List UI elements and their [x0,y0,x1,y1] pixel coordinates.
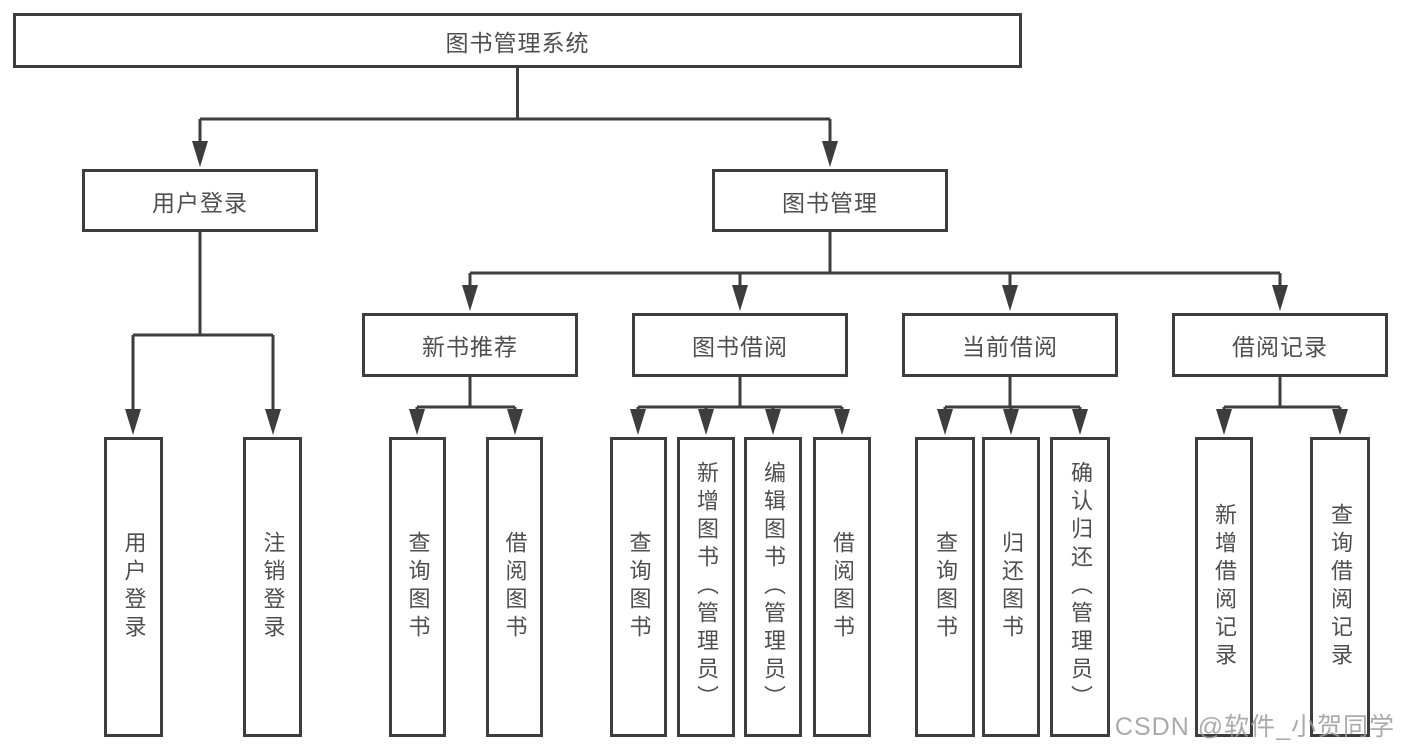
arrow-down-icon [1332,409,1348,435]
arrow-down-icon [265,409,281,435]
leaf-query-book-current: 查询图书 [915,437,975,737]
node-label: 用户登录 [152,189,248,216]
arrow-down-icon [765,409,781,435]
leaf-borrow-book-recommend: 借阅图书 [486,437,543,737]
arrow-down-icon [834,409,850,435]
leaf-add-book-admin: 新增图书（管理员） [677,437,735,737]
arrow-down-icon [822,141,838,167]
arrow-down-icon [1002,285,1018,311]
arrow-down-icon [698,409,714,435]
leaf-edit-book-admin: 编辑图书（管理员） [744,437,802,737]
node-book-borrow: 图书借阅 [632,313,848,377]
node-label: 查询图书 [626,531,652,643]
arrow-down-icon [630,409,646,435]
arrow-down-icon [192,141,208,167]
node-current-borrow: 当前借阅 [902,313,1118,377]
leaf-query-book-borrow: 查询图书 [610,437,667,737]
node-label: 注销登录 [260,531,286,643]
node-label: 新增图书（管理员） [694,461,719,713]
connector-borrow-record [1222,377,1342,413]
arrow-down-icon [462,285,478,311]
leaf-confirm-return-admin: 确认归还（管理员） [1050,437,1110,737]
connector-book-borrow [636,377,844,413]
node-label: 当前借阅 [962,334,1058,360]
node-label: 用户登录 [121,531,147,643]
node-user-login: 用户登录 [82,169,318,232]
connector-new-book-recommend [415,377,517,413]
connector-current-borrow [943,377,1082,413]
node-label: 图书管理系统 [445,29,590,56]
node-root: 图书管理系统 [13,13,1022,68]
leaf-return-book: 归还图书 [982,437,1040,737]
arrow-down-icon [1272,285,1288,311]
leaf-user-login: 用户登录 [104,437,163,737]
node-label: 图书借阅 [692,334,788,360]
arrow-down-icon [937,409,953,435]
leaf-borrow-book: 借阅图书 [813,437,871,737]
arrow-down-icon [1072,409,1088,435]
node-label: 编辑图书（管理员） [761,461,786,713]
leaf-query-borrow-record: 查询借阅记录 [1310,437,1370,737]
node-label: 新书推荐 [422,334,518,360]
leaf-add-borrow-record: 新增借阅记录 [1195,437,1253,737]
node-label: 图书管理 [782,189,878,216]
arrow-down-icon [409,409,425,435]
arrow-down-icon [507,409,523,435]
connector-book-management [468,232,1282,289]
node-label: 借阅记录 [1232,334,1328,360]
csdn-watermark: CSDN @软件_小贺同学 [1114,713,1395,741]
node-label: 查询图书 [933,531,958,643]
node-label: 归还图书 [999,531,1024,643]
node-label: 借阅图书 [502,531,528,643]
node-borrow-record: 借阅记录 [1172,313,1388,377]
node-new-book-recommend: 新书推荐 [362,313,578,377]
leaf-query-book-recommend: 查询图书 [389,437,446,737]
node-label: 查询借阅记录 [1328,503,1353,671]
node-label: 确认归还（管理员） [1068,461,1093,713]
node-label: 借阅图书 [830,531,855,643]
leaf-logout-login: 注销登录 [243,437,302,737]
arrow-down-icon [732,285,748,311]
arrow-down-icon [1003,409,1019,435]
arrow-down-icon [125,409,141,435]
node-book-management: 图书管理 [712,169,948,232]
node-label: 新增借阅记录 [1212,503,1237,671]
node-label: 查询图书 [405,531,431,643]
connector-user-login [131,232,275,411]
connector-root [198,68,832,145]
arrow-down-icon [1216,409,1232,435]
